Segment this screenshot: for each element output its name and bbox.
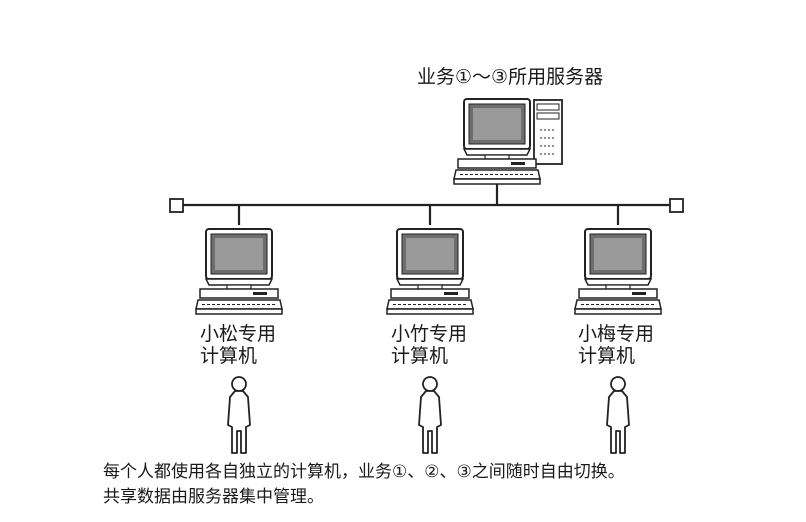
computer-label-line1: 小松专用 [200,323,277,345]
computer-label-line2: 计算机 [391,345,449,367]
computer-label-komatsu: 小松专用 计算机 [200,323,276,367]
caption-line1: 每个人都使用各自独立的计算机，业务①、②、③之间随时自由切换。 [103,462,625,482]
network-bus [169,178,684,225]
computer-icon-kotake [386,228,474,315]
computer-label-line2: 计算机 [578,345,636,367]
caption-line2: 共享数据由服务器集中管理。 [103,487,324,507]
person-icon-komatsu [227,376,251,454]
computer-label-line1: 小梅专用 [578,323,655,345]
computer-icon-koume [574,228,662,315]
person-icon-kotake [418,376,442,454]
computer-label-koume: 小梅专用 计算机 [578,323,654,367]
computer-label-line2: 计算机 [200,345,258,367]
person-icon-koume [606,376,630,454]
server-label: 业务①～③所用服务器 [417,66,604,88]
caption: 每个人都使用各自独立的计算机，业务①、②、③之间随时自由切换。 共享数据由服务器… [103,460,625,510]
computer-label-line1: 小竹专用 [391,323,468,345]
server-icon [453,98,563,185]
computer-icon-komatsu [195,228,283,315]
computer-label-kotake: 小竹专用 计算机 [391,323,467,367]
